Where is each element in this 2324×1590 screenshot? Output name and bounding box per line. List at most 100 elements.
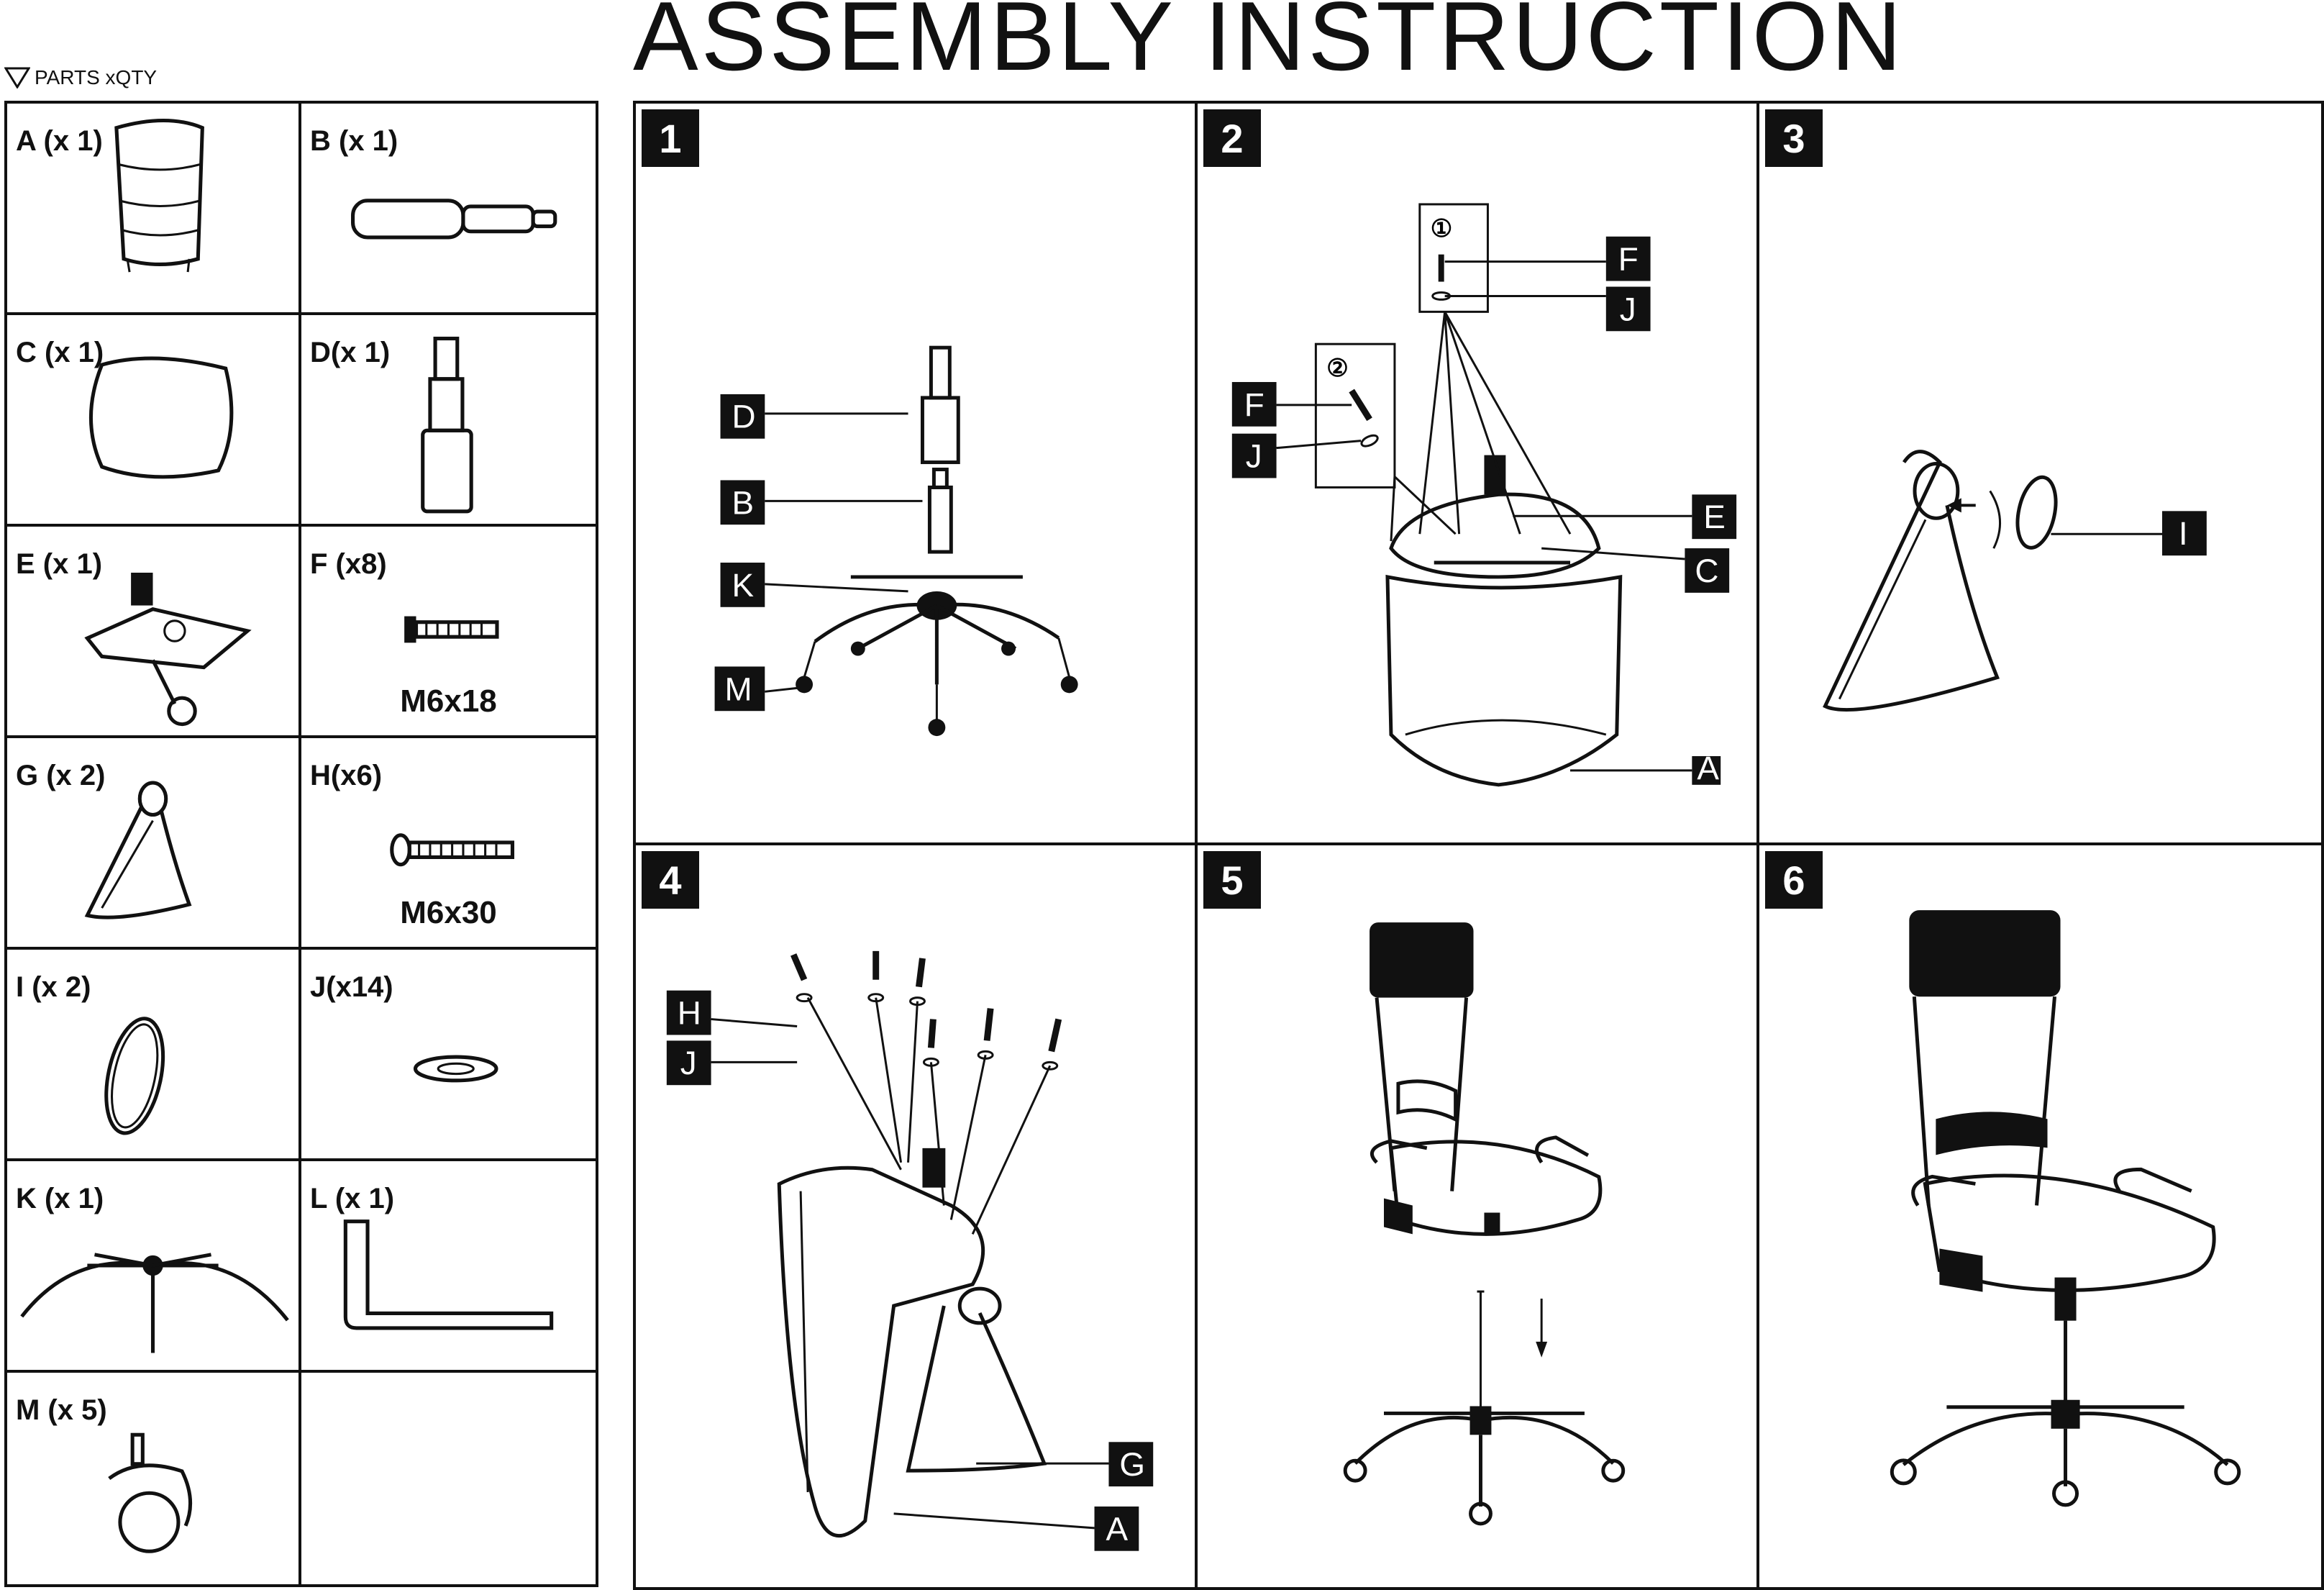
steps-grid: 1 D B K M bbox=[633, 101, 2324, 1590]
part-g: G (x 2) bbox=[7, 738, 301, 950]
screw-long-icon bbox=[390, 833, 515, 867]
step-1-tag-m-text: M bbox=[725, 671, 752, 707]
step-2-diagram: ① ② F J F bbox=[1231, 203, 1737, 787]
part-f: F (x8) M6x18 bbox=[301, 527, 596, 738]
step-4-tag-h bbox=[666, 990, 711, 1035]
mechanism-icon bbox=[84, 573, 252, 727]
part-e-label: E (x 1) bbox=[16, 548, 103, 580]
part-d-label: D(x 1) bbox=[310, 337, 391, 368]
step-5: 5 bbox=[1198, 845, 1759, 1587]
step-5-diagram bbox=[1343, 922, 1626, 1526]
step-1-tag-d-text: D bbox=[732, 399, 755, 435]
step-1-tag-m bbox=[714, 666, 765, 712]
step-2-tag-j2 bbox=[1231, 433, 1277, 478]
parts-header: PARTS xQTY bbox=[4, 66, 157, 89]
parts-table: A (x 1) B (x 1) C (x 1) D(x 1) E (x 1) bbox=[4, 101, 598, 1587]
part-g-label: G (x 2) bbox=[16, 760, 106, 791]
step-1-tag-b-text: B bbox=[732, 484, 754, 521]
step-6-number: 6 bbox=[1765, 851, 1823, 909]
part-j: J(x14) bbox=[301, 950, 596, 1161]
step-2-tag-j2-text: J bbox=[1246, 438, 1262, 475]
step-3-diagram: I bbox=[1823, 450, 2207, 712]
armrest-cap-ring-icon bbox=[104, 1017, 165, 1135]
step-2-tag-f1-text: F bbox=[1618, 241, 1639, 278]
part-a-label: A (x 1) bbox=[16, 125, 103, 157]
step-1-tag-b bbox=[720, 480, 765, 525]
washer-icon bbox=[413, 1055, 498, 1083]
part-d: D(x 1) bbox=[301, 315, 596, 527]
step-3-number: 3 bbox=[1765, 109, 1823, 167]
part-l-label: L (x 1) bbox=[310, 1183, 395, 1214]
step-2-tag-c-text: C bbox=[1695, 553, 1718, 589]
step-1-diagram: D B K M bbox=[714, 345, 1078, 737]
step-4: 4 H J bbox=[636, 845, 1198, 1587]
part-empty bbox=[301, 1373, 596, 1584]
part-j-label: J(x14) bbox=[310, 971, 393, 1003]
part-k: K (x 1) bbox=[7, 1161, 301, 1373]
step-2-sub-1: ① bbox=[1431, 215, 1452, 242]
step-2-tag-j1 bbox=[1605, 286, 1651, 332]
step-2: 2 ① ② F bbox=[1198, 104, 1759, 845]
step-3-tag-i bbox=[2162, 511, 2207, 556]
step-5-number: 5 bbox=[1203, 851, 1261, 909]
part-i: I (x 2) bbox=[7, 950, 301, 1161]
step-1-tag-k bbox=[720, 563, 765, 607]
step-2-tag-c bbox=[1685, 548, 1730, 593]
step-3-tag-i-text: I bbox=[2179, 514, 2188, 552]
step-2-tag-f2-text: F bbox=[1244, 386, 1264, 423]
part-f-size: M6x18 bbox=[400, 683, 497, 719]
hex-key-icon bbox=[343, 1219, 554, 1330]
caster-icon bbox=[108, 1432, 193, 1553]
part-c-label: C (x 1) bbox=[16, 337, 104, 368]
part-h: H(x6) M6x30 bbox=[301, 738, 596, 950]
step-6: 6 bbox=[1759, 845, 2321, 1587]
step-2-tag-e-text: E bbox=[1703, 499, 1726, 535]
step-2-tag-a-text: A bbox=[1697, 750, 1719, 786]
gas-cylinder-rod-icon bbox=[351, 199, 557, 240]
step-4-tag-g-text: G bbox=[1119, 1446, 1145, 1483]
step-4-number: 4 bbox=[642, 851, 699, 909]
part-c: C (x 1) bbox=[7, 315, 301, 527]
step-4-tag-a bbox=[1094, 1506, 1139, 1551]
part-b-label: B (x 1) bbox=[310, 125, 398, 157]
step-2-tag-f2 bbox=[1231, 381, 1277, 427]
step-1-tag-k-text: K bbox=[732, 567, 754, 604]
part-a: A (x 1) bbox=[7, 104, 301, 315]
step-4-tag-j bbox=[666, 1040, 711, 1086]
step-2-tag-f1 bbox=[1605, 236, 1651, 281]
part-h-size: M6x30 bbox=[400, 895, 497, 930]
step-3: 3 I bbox=[1759, 104, 2321, 845]
part-f-label: F (x8) bbox=[310, 548, 387, 580]
parts-header-label: PARTS xQTY bbox=[35, 66, 158, 88]
part-h-label: H(x6) bbox=[310, 760, 383, 791]
step-2-sub-2: ② bbox=[1326, 355, 1348, 382]
gas-lift-icon bbox=[421, 336, 473, 514]
part-b: B (x 1) bbox=[301, 104, 596, 315]
star-base-icon bbox=[20, 1253, 289, 1353]
page-title: ASSEMBLY INSTRUCTION bbox=[633, 0, 1905, 91]
part-m-label: M (x 5) bbox=[16, 1394, 107, 1426]
triangle-down-icon bbox=[4, 67, 30, 88]
step-4-tag-h-text: H bbox=[678, 995, 701, 1032]
step-1-number: 1 bbox=[642, 109, 699, 167]
armrest-icon bbox=[84, 781, 192, 919]
step-6-diagram bbox=[1890, 910, 2241, 1507]
part-i-label: I (x 2) bbox=[16, 971, 91, 1003]
seat-icon bbox=[88, 356, 234, 479]
screw-short-icon bbox=[404, 616, 499, 643]
step-1-tag-d bbox=[720, 394, 765, 439]
backrest-icon bbox=[114, 118, 204, 273]
step-4-tag-a-text: A bbox=[1106, 1511, 1128, 1548]
part-l: L (x 1) bbox=[301, 1161, 596, 1373]
step-2-tag-j1-text: J bbox=[1620, 291, 1636, 327]
step-2-tag-a bbox=[1692, 755, 1721, 785]
step-4-tag-j-text: J bbox=[680, 1045, 697, 1081]
step-4-diagram: H J G A bbox=[666, 950, 1154, 1551]
part-k-label: K (x 1) bbox=[16, 1183, 104, 1214]
step-1: 1 D B K M bbox=[636, 104, 1198, 845]
step-2-tag-e bbox=[1692, 494, 1737, 540]
part-m: M (x 5) bbox=[7, 1373, 301, 1584]
step-4-tag-g bbox=[1108, 1442, 1154, 1487]
step-2-number: 2 bbox=[1203, 109, 1261, 167]
part-e: E (x 1) bbox=[7, 527, 301, 738]
